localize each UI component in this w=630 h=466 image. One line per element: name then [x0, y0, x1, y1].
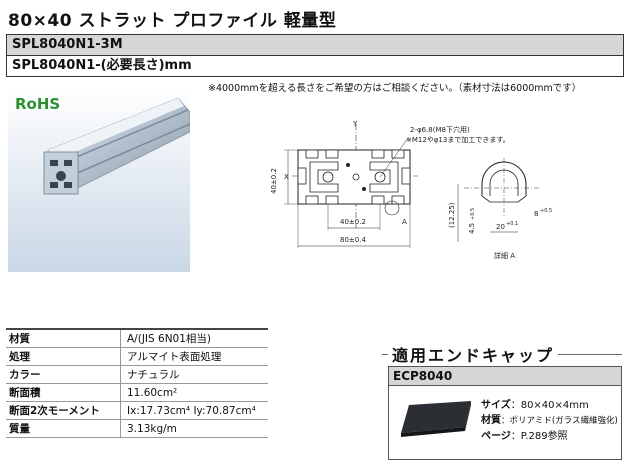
x-axis-label: X	[284, 173, 289, 181]
spec-value: ナチュラル	[120, 365, 268, 384]
spec-row: 質量 3.13kg/m	[6, 419, 268, 438]
spec-value: 3.13kg/m	[120, 419, 268, 438]
spec-key: 断面2次モーメント	[6, 401, 121, 420]
half-width-dimension: 40±0.2	[340, 218, 366, 226]
detail-dimension-2: 4.5	[468, 223, 476, 234]
spec-key: 材質	[6, 328, 121, 348]
detail-dimension-3-tolerance: +0.5	[540, 208, 552, 214]
spec-value: 11.60cm²	[120, 383, 268, 402]
spec-row: 断面積 11.60cm²	[6, 383, 268, 402]
end-cap-size-label: サイズ	[481, 400, 511, 411]
detail-dimension-3: 8	[534, 210, 538, 218]
end-cap-material-label: 材質	[481, 415, 501, 426]
end-cap-size-value: ：80×40×4mm	[510, 400, 589, 411]
detail-dimension-1: (12.25)	[448, 202, 456, 228]
y-axis-label: Y	[352, 120, 358, 128]
length-note: ※4000mmを超える長さをご希望の方はご相談ください。（素材寸法は6000mm…	[208, 83, 582, 94]
spec-key: 処理	[6, 347, 121, 366]
end-cap-image	[401, 401, 471, 437]
spec-key: 断面積	[6, 383, 121, 402]
end-cap-part-number: ECP8040	[389, 367, 621, 386]
hole-note-1: 2-φ6.8(M8下穴用)	[410, 125, 470, 134]
spec-row: 断面2次モーメント Ix:17.73cm⁴ Iy:70.87cm⁴	[6, 401, 268, 420]
end-cap-box: ECP8040 サイズ：80×40×4mm 材質：ポリアミド(ガラス繊維強化) …	[388, 366, 622, 460]
hole-note-2: ※M12やφ13まで加工できます。	[406, 135, 510, 144]
end-cap-section-title: 適用エンドキャップ	[388, 342, 559, 366]
part-number-table: SPL8040N1-3M SPL8040N1-(必要長さ)mm	[6, 34, 624, 77]
end-cap-specs: サイズ：80×40×4mm 材質：ポリアミド(ガラス繊維強化) ページ：P.28…	[481, 398, 618, 444]
part-number-custom: SPL8040N1-(必要長さ)mm	[12, 58, 192, 73]
end-cap-page-label: ページ	[481, 431, 511, 442]
spec-row: 処理 アルマイト表面処理	[6, 347, 268, 366]
profile-technical-drawing: Y X 2-φ6.8(M8下穴用) ※M12やφ13まで加工できます。 40±0…	[270, 120, 552, 260]
marker-a: A	[402, 218, 407, 226]
rohs-badge: RoHS	[15, 95, 61, 113]
page-title: 80×40 ストラット プロファイル 軽量型	[8, 11, 337, 31]
spec-value: A/(JIS 6N01相当)	[120, 328, 268, 348]
width-dimension: 80±0.4	[340, 236, 366, 244]
height-dimension: 40±0.2	[270, 168, 278, 194]
spec-key: 質量	[6, 419, 121, 438]
end-cap-page-value: ：P.289参照	[510, 431, 568, 442]
end-cap-material-value: ：ポリアミド(ガラス繊維強化)	[501, 416, 618, 426]
spec-key: カラー	[6, 365, 121, 384]
product-photo	[8, 88, 190, 272]
detail-dimension-4-tolerance: +0.1	[506, 221, 518, 227]
spec-row: カラー ナチュラル	[6, 365, 268, 384]
detail-a-label: 詳細 A	[494, 251, 515, 260]
spec-value: アルマイト表面処理	[120, 347, 268, 366]
spec-value: Ix:17.73cm⁴ Iy:70.87cm⁴	[120, 401, 268, 420]
spec-row: 材質 A/(JIS 6N01相当)	[6, 328, 268, 348]
detail-dimension-2-tolerance: +0.5	[470, 208, 476, 220]
part-number-standard: SPL8040N1-3M	[7, 35, 623, 56]
detail-dimension-4: 20	[496, 223, 505, 231]
spec-table: 材質 A/(JIS 6N01相当) 処理 アルマイト表面処理 カラー ナチュラル…	[6, 328, 268, 438]
